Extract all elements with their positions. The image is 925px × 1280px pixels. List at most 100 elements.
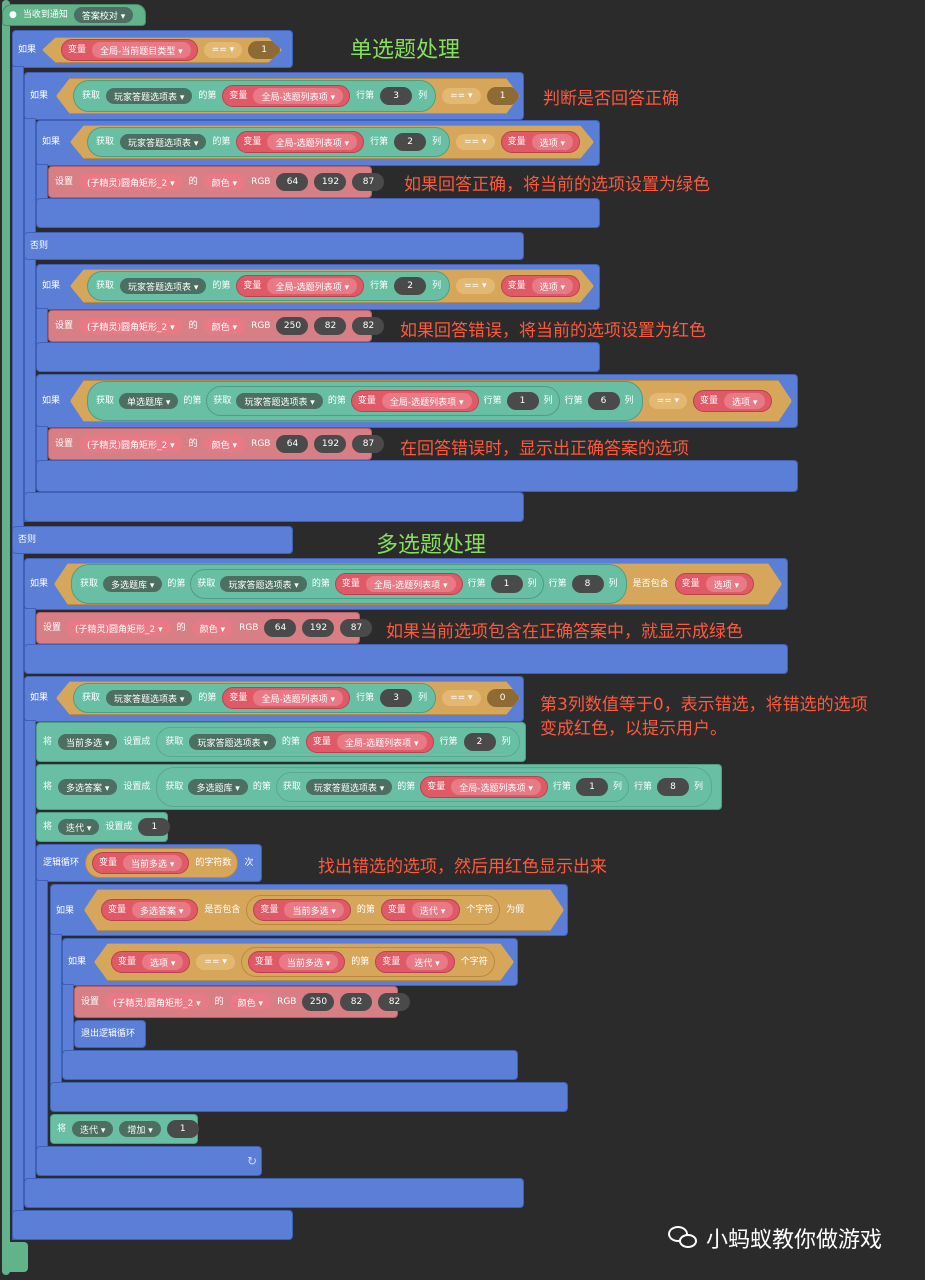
sprite-dropdown[interactable]: (子精灵)圆角矩形_2 ▾ bbox=[79, 174, 183, 190]
sprite-dropdown[interactable]: (子精灵)圆角矩形_2 ▾ bbox=[105, 994, 209, 1010]
num-value[interactable]: 1 bbox=[487, 87, 519, 105]
var-listitem[interactable]: 变量 全局-选题列表项 ▾ bbox=[305, 731, 434, 753]
multi-contains-check[interactable]: 获取 多选题库 ▾ 的第 获取 玩家答题选项表 ▾ 的第 变量 全局-选题列表项… bbox=[54, 563, 782, 605]
get-table-cell[interactable]: 获取 玩家答题选项表 ▾ 的第 变量 全局-选题列表项 ▾ 行第 1 列 bbox=[190, 569, 543, 599]
num-value[interactable]: 1 bbox=[166, 1120, 199, 1138]
increase-dropdown[interactable]: 增加 ▾ bbox=[119, 1121, 161, 1137]
num-value[interactable]: 64 bbox=[276, 435, 309, 453]
correct-compare[interactable]: 获取 玩家答题选项表 ▾ 的第 变量 全局-选题列表项 ▾ 行第 2 列 == … bbox=[70, 125, 594, 159]
num-value[interactable]: 87 bbox=[340, 619, 373, 637]
set-cur-multi[interactable]: 将 当前多选 ▾ 设置成 获取 玩家答题选项表 ▾ 的第 变量 全局-选题列表项… bbox=[36, 722, 526, 762]
option-eq-check[interactable]: 变量 选项 ▾ == ▾ 变量 当前多选 ▾ 的第 变量 迭代 ▾ 个字符 bbox=[94, 943, 514, 981]
option-dropdown[interactable]: 选项 ▾ bbox=[706, 576, 747, 592]
set-color-green[interactable]: 设置 (子精灵)圆角矩形_2 ▾ 的 颜色 ▾ RGB 64 192 87 bbox=[36, 612, 373, 644]
num-value[interactable]: 64 bbox=[276, 173, 309, 191]
num-value[interactable]: 6 bbox=[588, 392, 620, 410]
cur-multi-dropdown[interactable]: 当前多选 ▾ bbox=[58, 734, 118, 750]
eq-dropdown[interactable]: == ▾ bbox=[442, 690, 480, 706]
option-dropdown[interactable]: 选项 ▾ bbox=[532, 278, 573, 294]
var-option[interactable]: 变量 选项 ▾ bbox=[501, 275, 580, 297]
char-at-expr[interactable]: 变量 当前多选 ▾ 的第 变量 迭代 ▾ 个字符 bbox=[246, 895, 500, 925]
strlen-expr[interactable]: 变量 当前多选 ▾ 的字符数 bbox=[85, 848, 239, 878]
get-table-cell[interactable]: 获取 玩家答题选项表 ▾ 的第 变量 全局-选题列表项 ▾ 行第 1 列 bbox=[206, 386, 559, 416]
sprite-dropdown[interactable]: (子精灵)圆角矩形_2 ▾ bbox=[79, 318, 183, 334]
num-value[interactable]: 192 bbox=[314, 435, 347, 453]
get-bank-cell[interactable]: 获取 多选题库 ▾ 的第 获取 玩家答题选项表 ▾ 的第 变量 全局-选题列表项… bbox=[71, 564, 627, 604]
cur-multi-dropdown[interactable]: 当前多选 ▾ bbox=[123, 855, 183, 871]
color-dropdown[interactable]: 颜色 ▾ bbox=[203, 436, 246, 452]
qtype-dropdown[interactable]: 全局-当前题目类型 ▾ bbox=[92, 42, 191, 58]
var-cur-multi[interactable]: 变量 当前多选 ▾ bbox=[253, 899, 350, 921]
increase-iter[interactable]: 将 迭代 ▾ 增加 ▾ 1 bbox=[50, 1114, 199, 1144]
var-option[interactable]: 变量 选项 ▾ bbox=[501, 131, 580, 153]
listitem-dropdown[interactable]: 全局-选题列表项 ▾ bbox=[253, 88, 343, 104]
color-dropdown[interactable]: 颜色 ▾ bbox=[229, 994, 272, 1010]
get-table-cell[interactable]: 获取 玩家答题选项表 ▾ 的第 变量 全局-选题列表项 ▾ 行第 2 列 bbox=[87, 127, 450, 157]
table-dropdown[interactable]: 玩家答题选项表 ▾ bbox=[120, 134, 206, 150]
num-value[interactable]: 82 bbox=[340, 993, 373, 1011]
var-listitem[interactable]: 变量 全局-选题列表项 ▾ bbox=[222, 85, 350, 107]
num-value[interactable]: 87 bbox=[352, 435, 385, 453]
option-dropdown[interactable]: 选项 ▾ bbox=[724, 393, 765, 409]
num-value[interactable]: 3 bbox=[380, 689, 412, 707]
var-multi-answer[interactable]: 变量 多选答案 ▾ bbox=[101, 899, 198, 921]
get-table-cell[interactable]: 获取 玩家答题选项表 ▾ 的第 变量 全局-选题列表项 ▾ 行第 1 列 bbox=[275, 772, 629, 802]
var-option[interactable]: 变量 选项 ▾ bbox=[675, 573, 754, 595]
listitem-dropdown[interactable]: 全局-选题列表项 ▾ bbox=[253, 690, 343, 706]
listitem-dropdown[interactable]: 全局-选题列表项 ▾ bbox=[366, 576, 456, 592]
num-value[interactable]: 1 bbox=[575, 778, 608, 796]
var-listitem[interactable]: 变量 全局-选题列表项 ▾ bbox=[236, 275, 364, 297]
set-color-red[interactable]: 设置 (子精灵)圆角矩形_2 ▾ 的 颜色 ▾ RGB 250 82 82 bbox=[48, 310, 385, 342]
sprite-dropdown[interactable]: (子精灵)圆角矩形_2 ▾ bbox=[79, 436, 183, 452]
not-contains-check[interactable]: 变量 多选答案 ▾ 是否包含 变量 当前多选 ▾ 的第 变量 迭代 ▾ 个字符 … bbox=[84, 889, 564, 931]
var-listitem[interactable]: 变量 全局-选题列表项 ▾ bbox=[420, 776, 548, 798]
num-value[interactable]: 192 bbox=[314, 173, 347, 191]
num-value[interactable]: 8 bbox=[572, 575, 604, 593]
multi-bank-dropdown[interactable]: 多选题库 ▾ bbox=[103, 576, 162, 592]
eq-dropdown[interactable]: == ▾ bbox=[456, 134, 494, 150]
table-dropdown[interactable]: 玩家答题选项表 ▾ bbox=[220, 576, 306, 592]
var-listitem[interactable]: 变量 全局-选题列表项 ▾ bbox=[222, 687, 350, 709]
num-value[interactable]: 82 bbox=[352, 317, 385, 335]
color-dropdown[interactable]: 颜色 ▾ bbox=[191, 620, 234, 636]
listitem-dropdown[interactable]: 全局-选题列表项 ▾ bbox=[382, 393, 472, 409]
num-value[interactable]: 8 bbox=[656, 778, 689, 796]
table-dropdown[interactable]: 玩家答题选项表 ▾ bbox=[106, 88, 192, 104]
single-bank-dropdown[interactable]: 单选题库 ▾ bbox=[119, 393, 178, 409]
get-table-cell[interactable]: 获取 玩家答题选项表 ▾ 的第 变量 全局-选题列表项 ▾ 行第 3 列 bbox=[73, 80, 436, 112]
iter-dropdown[interactable]: 迭代 ▾ bbox=[58, 819, 100, 835]
num-value[interactable]: 192 bbox=[302, 619, 335, 637]
set-multi-answer[interactable]: 将 多选答案 ▾ 设置成 获取 多选题库 ▾ 的第 获取 玩家答题选项表 ▾ 的… bbox=[36, 764, 722, 810]
num-value[interactable]: 0 bbox=[487, 689, 519, 707]
get-bank-cell[interactable]: 获取 多选题库 ▾ 的第 获取 玩家答题选项表 ▾ 的第 变量 全局-选题列表项… bbox=[156, 767, 712, 807]
table-dropdown[interactable]: 玩家答题选项表 ▾ bbox=[189, 734, 276, 750]
num-value[interactable]: 82 bbox=[314, 317, 347, 335]
var-listitem[interactable]: 变量 全局-选题列表项 ▾ bbox=[236, 131, 364, 153]
listitem-dropdown[interactable]: 全局-选题列表项 ▾ bbox=[336, 734, 427, 750]
eq-dropdown[interactable]: == ▾ bbox=[456, 278, 494, 294]
num-value[interactable]: 250 bbox=[302, 993, 335, 1011]
num-value[interactable]: 64 bbox=[264, 619, 297, 637]
set-color-green[interactable]: 设置 (子精灵)圆角矩形_2 ▾ 的 颜色 ▾ RGB 64 192 87 bbox=[48, 428, 385, 460]
char-at-expr[interactable]: 变量 当前多选 ▾ 的第 变量 迭代 ▾ 个字符 bbox=[241, 947, 495, 977]
option-dropdown[interactable]: 选项 ▾ bbox=[532, 134, 573, 150]
cur-multi-dropdown[interactable]: 当前多选 ▾ bbox=[284, 902, 343, 918]
break-loop-block[interactable]: 退出逻辑循环 bbox=[74, 1020, 146, 1048]
var-option[interactable]: 变量 选项 ▾ bbox=[693, 390, 772, 412]
iter-dropdown[interactable]: 迭代 ▾ bbox=[412, 902, 453, 918]
notice-dropdown[interactable]: 答案校对 ▾ bbox=[73, 7, 134, 23]
num-value[interactable]: 2 bbox=[463, 733, 496, 751]
eq-dropdown[interactable]: == ▾ bbox=[204, 42, 242, 58]
num-value[interactable]: 1 bbox=[507, 392, 539, 410]
get-table-cell[interactable]: 获取 玩家答题选项表 ▾ 的第 变量 全局-选题列表项 ▾ 行第 2 列 bbox=[156, 727, 520, 757]
num-value[interactable]: 87 bbox=[352, 173, 385, 191]
eq-dropdown[interactable]: == ▾ bbox=[649, 393, 687, 409]
table-dropdown[interactable]: 玩家答题选项表 ▾ bbox=[305, 779, 393, 795]
var-listitem[interactable]: 变量 全局-选题列表项 ▾ bbox=[351, 390, 479, 412]
get-table-cell[interactable]: 获取 玩家答题选项表 ▾ 的第 变量 全局-选题列表项 ▾ 行第 3 列 bbox=[73, 683, 436, 713]
var-listitem[interactable]: 变量 全局-选题列表项 ▾ bbox=[335, 573, 463, 595]
listitem-dropdown[interactable]: 全局-选题列表项 ▾ bbox=[267, 134, 357, 150]
table-dropdown[interactable]: 玩家答题选项表 ▾ bbox=[106, 690, 192, 706]
table-dropdown[interactable]: 玩家答题选项表 ▾ bbox=[236, 393, 322, 409]
multi-ans-dropdown[interactable]: 多选答案 ▾ bbox=[58, 779, 118, 795]
